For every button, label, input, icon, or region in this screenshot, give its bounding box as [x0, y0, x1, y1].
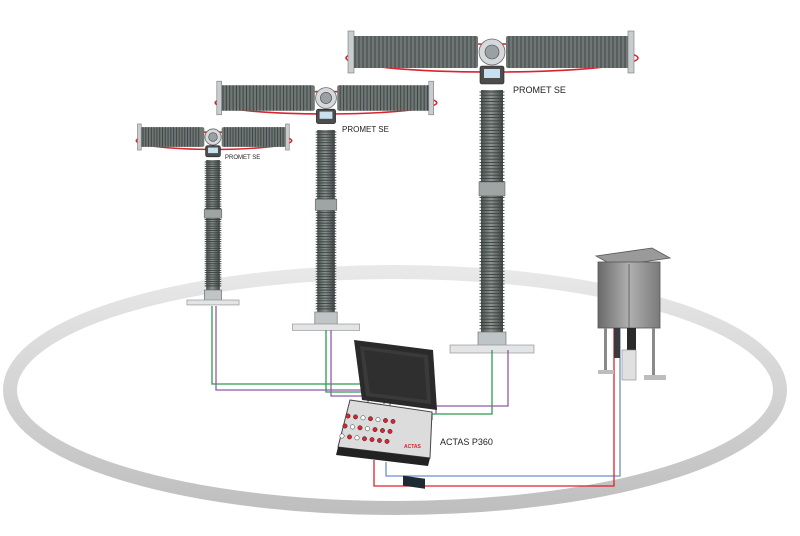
socket	[357, 425, 363, 431]
socket	[350, 424, 355, 430]
green-wire-3	[431, 350, 493, 420]
ground-ring	[3, 265, 787, 515]
shed-ribs	[508, 36, 630, 68]
end-flange	[285, 123, 290, 151]
end-flange	[627, 30, 635, 74]
analyzer-sockets	[339, 413, 396, 444]
socket	[390, 418, 396, 424]
base-plate	[186, 299, 240, 306]
green-wire-1	[211, 306, 373, 400]
support-insulator	[317, 130, 335, 312]
shed-ribs	[222, 85, 311, 111]
socket	[347, 434, 352, 440]
head-cap	[208, 132, 218, 142]
socket	[365, 426, 370, 432]
socket	[375, 417, 381, 423]
right-interrupter	[337, 85, 432, 111]
purple-wire-1	[215, 306, 369, 404]
shed-ribs	[315, 131, 337, 310]
blue-wire-cabinet	[385, 322, 621, 477]
socket	[384, 438, 390, 444]
shed-ribs	[142, 127, 200, 147]
circuit-breaker-2	[214, 80, 438, 331]
socket	[360, 415, 366, 421]
sensor-screen	[208, 147, 218, 154]
end-flange	[216, 80, 222, 116]
analyzer-display	[403, 475, 425, 489]
actas-analyzer: ACTAS	[336, 340, 437, 489]
socket	[354, 435, 360, 441]
breaker-3-label: PROMET SE	[513, 85, 566, 95]
socket	[362, 436, 367, 442]
socket	[380, 428, 385, 433]
left-interrupter	[140, 127, 205, 147]
socket	[383, 418, 388, 423]
panel-brand: ACTAS	[404, 444, 422, 450]
socket	[377, 438, 382, 443]
red-wire-cabinet	[373, 322, 615, 487]
base-plate	[292, 323, 360, 331]
breaker-2-label: PROMET SE	[342, 125, 389, 134]
column-flange	[314, 198, 338, 211]
shed-ribs	[224, 127, 284, 147]
end-flange	[428, 80, 434, 116]
column-flange	[203, 209, 223, 219]
shed-ribs	[339, 85, 429, 111]
head-cap	[484, 44, 500, 60]
socket	[339, 433, 345, 439]
end-flange	[347, 30, 355, 74]
control-cabinet-icon	[594, 247, 672, 381]
socket	[368, 416, 373, 422]
breaker-1-label: PROMET SE	[225, 155, 261, 161]
socket	[372, 427, 378, 433]
shed-ribs	[354, 36, 476, 68]
shed-ribs	[479, 91, 505, 330]
purple-wire-3	[435, 350, 509, 414]
socket	[345, 413, 351, 419]
analyzer-label: ACTAS P360	[440, 437, 493, 447]
socket	[353, 414, 358, 420]
left-interrupter	[220, 85, 315, 111]
socket	[342, 423, 348, 429]
sensor-screen	[484, 69, 500, 78]
support-insulator	[481, 90, 503, 332]
socket	[369, 437, 375, 443]
head-cap	[320, 92, 332, 104]
column-flange	[478, 181, 506, 197]
sensor-screen	[319, 111, 333, 119]
end-flange	[137, 123, 142, 151]
socket	[387, 428, 393, 434]
circuit-breaker-1	[135, 123, 293, 306]
circuit-breaker-3	[345, 30, 639, 354]
breaker-group	[135, 30, 639, 354]
